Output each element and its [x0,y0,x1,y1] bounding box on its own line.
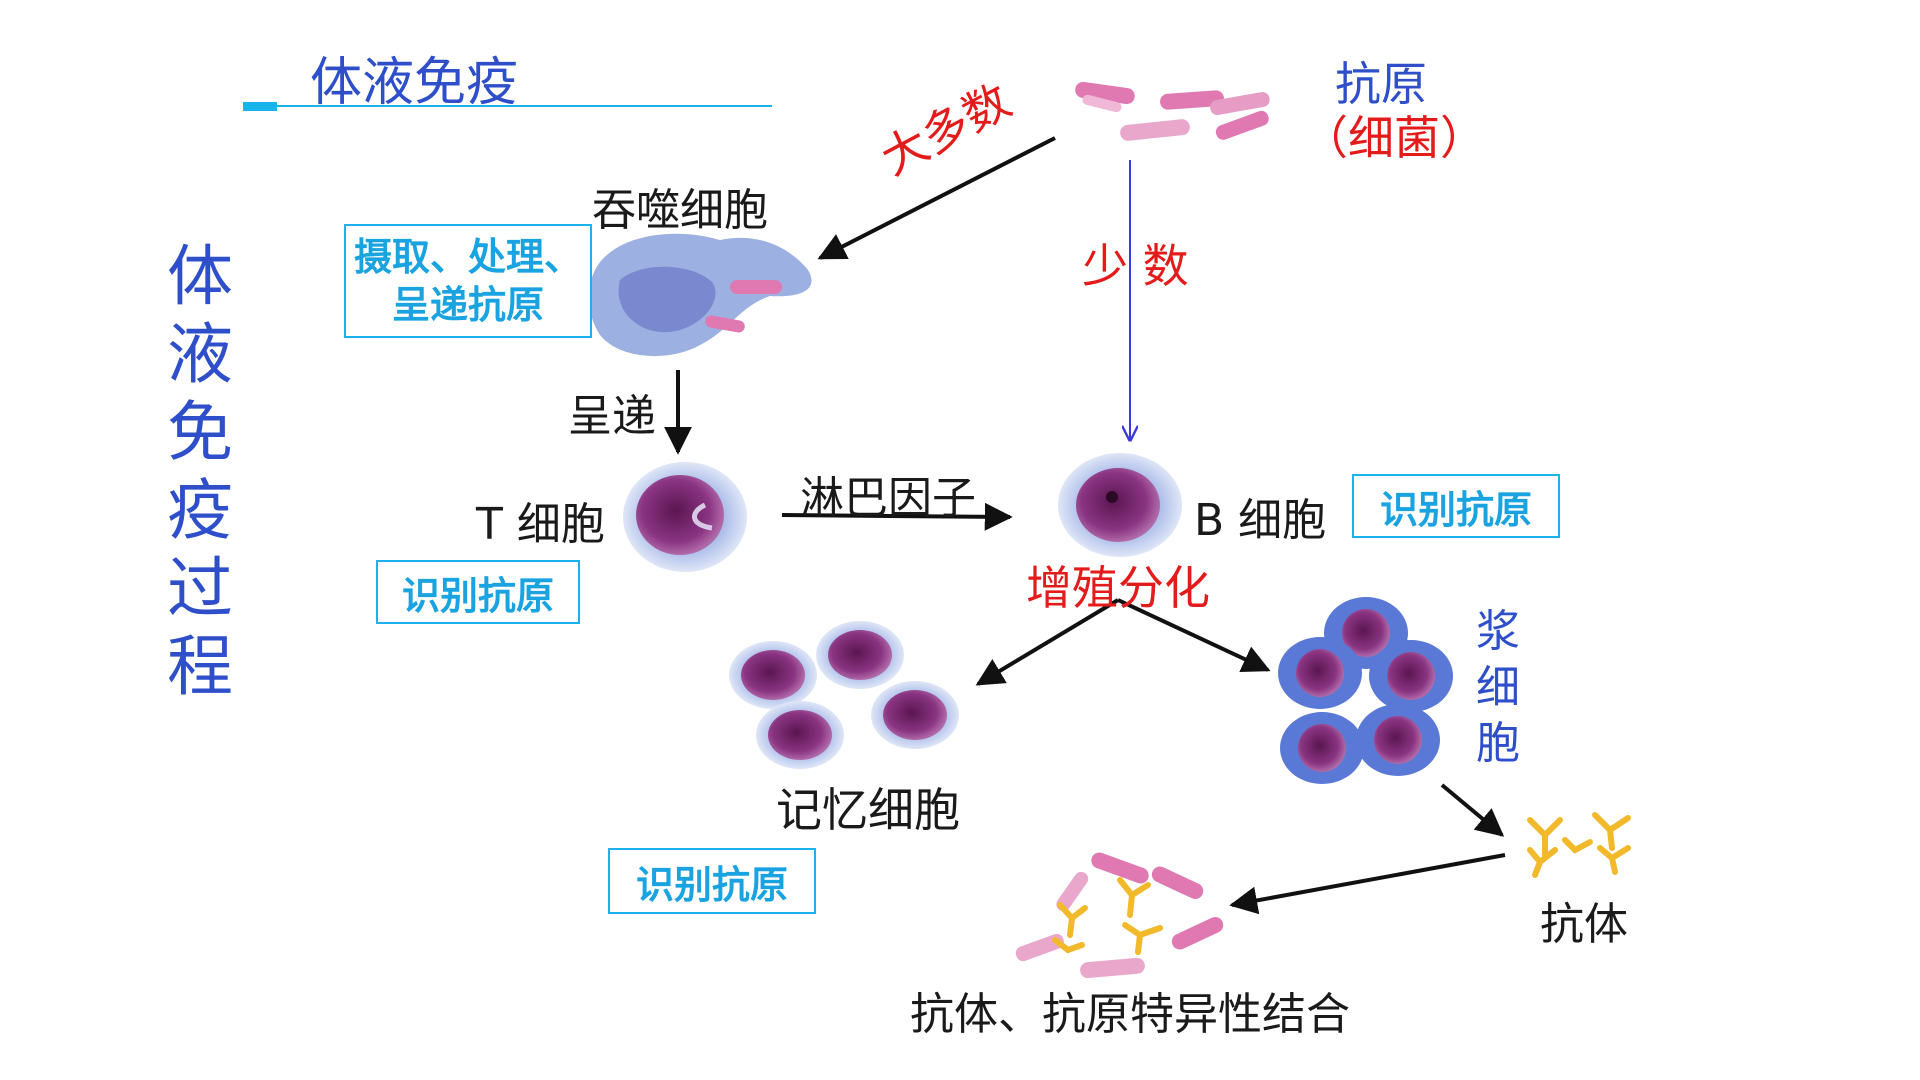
bacteria-cluster [1075,81,1270,141]
minority-label: 少 数 [1082,239,1189,293]
box-process-antigen: 摄取、处理、呈递抗原 [344,224,592,338]
antigen-antibody-complex [1015,852,1224,979]
present-label: 呈递 [568,391,656,442]
antigen-label: 抗原 [1335,57,1427,111]
memory-cell-label: 记忆细胞 [776,783,960,837]
lymphokine-label: 淋巴因子 [800,473,976,524]
binding-label: 抗体、抗原特异性结合 [910,989,1350,1040]
arrow-to-plasma [1117,598,1271,673]
arrow-to-antibody [1440,783,1505,837]
t-cell-label: T 细胞 [476,499,605,550]
plasma-cells [1278,597,1453,784]
plasma-cell-label: 浆细胞 [1476,606,1520,769]
arrow-to-binding [1229,853,1506,915]
t-cell [623,462,747,572]
arrow-lymphokine [781,502,1013,531]
box-recognize-t: 识别抗原 [376,560,580,624]
antibodies [1527,812,1631,878]
title-underline [277,105,772,107]
antigen-sub-label: （细菌） [1302,111,1486,165]
arrow-majority [817,136,1056,260]
proliferate-label: 增殖分化 [1026,561,1210,615]
box-recognize-b: 识别抗原 [1352,474,1560,538]
phagocyte-cell [588,233,812,357]
b-cell-label: B 细胞 [1194,495,1327,546]
box-recognize-memory: 识别抗原 [608,848,816,914]
phagocyte-label: 吞噬细胞 [592,185,768,236]
vertical-title: 体液免疫过程 [167,238,233,705]
b-cell [1058,453,1182,557]
antibody-label: 抗体 [1540,899,1628,950]
arrow-to-memory [975,598,1120,686]
title-accent-bar [243,102,277,111]
slide-title: 体液免疫 [310,53,519,113]
memory-cells [729,621,959,769]
